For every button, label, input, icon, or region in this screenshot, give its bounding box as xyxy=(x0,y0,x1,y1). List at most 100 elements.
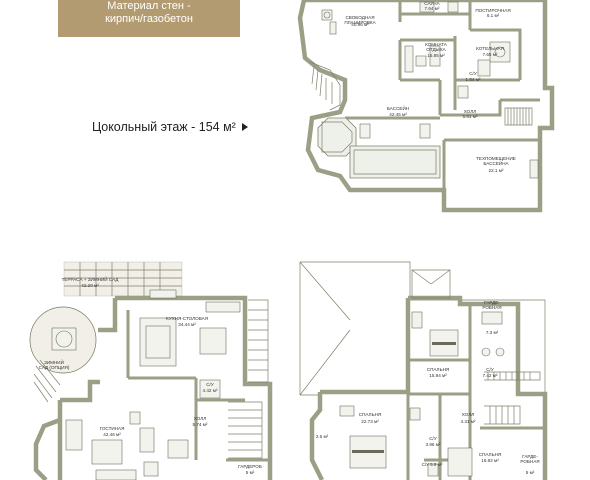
svg-text:4.42 м²: 4.42 м² xyxy=(203,388,218,393)
svg-text:ХОЛЛ: ХОЛЛ xyxy=(464,109,476,114)
svg-text:САУНА: САУНА xyxy=(424,1,440,6)
room-dressing-2-name-line2: РОБНАЯ xyxy=(520,459,539,464)
svg-text:15.85 м²: 15.85 м² xyxy=(427,53,445,58)
room-wc-second-3-name: С/У xyxy=(422,462,430,467)
room-boiler-area: 7.65 м² xyxy=(483,52,498,57)
room-wc-second-3-area: 5.9 м² xyxy=(430,462,443,467)
svg-text:С/У: С/У xyxy=(206,382,214,387)
room-pool-tech-name: ТЕХПОМЕЩЕНИЕ xyxy=(476,156,516,161)
svg-text:42.45 м²: 42.45 м² xyxy=(389,112,407,117)
room-bedroom-2-area: 22.73 м² xyxy=(361,419,379,424)
room-winter-garden-name-line2: САД (ОПЦИЯ) xyxy=(39,365,70,370)
first-floor-plan: ТЕРРАСА + ЗИМНИЙ САД 42.20 м² КУХНЯ-СТОЛ… xyxy=(29,261,273,480)
room-dressing-2-area: 5 м² xyxy=(526,470,535,475)
svg-text:ГАРДЕ-РОБНАЯ: ГАРДЕ-РОБНАЯ xyxy=(520,454,539,464)
svg-text:ГАРДЕ-РОБНАЯ: ГАРДЕ-РОБНАЯ xyxy=(482,300,501,310)
svg-text:СПАЛЬНЯ: СПАЛЬНЯ xyxy=(479,452,501,457)
room-open-plan-name: СВОБОДНАЯ xyxy=(345,15,374,20)
room-terrace-name: ТЕРРАСА + ЗИМНИЙ САД xyxy=(62,275,120,282)
svg-text:С/У: С/У xyxy=(486,367,494,372)
svg-text:6.1 м²: 6.1 м² xyxy=(487,13,500,18)
svg-text:СПАЛЬНЯ: СПАЛЬНЯ xyxy=(427,367,449,372)
svg-text:СПАЛЬНЯ: СПАЛЬНЯ xyxy=(359,412,381,417)
svg-text:КОТЕЛЬНАЯ: КОТЕЛЬНАЯ xyxy=(476,46,504,51)
svg-text:БАССЕЙН: БАССЕЙН xyxy=(387,104,409,111)
second-floor-plan: ГАРДЕ-РОБНАЯ 7.3 м² СПАЛЬНЯ 15.94 м² С/У… xyxy=(299,261,548,480)
room-wardrobe-first-name: ГАРДЕРОБ xyxy=(238,464,262,469)
svg-text:4.31 м²: 4.31 м² xyxy=(461,419,476,424)
room-open-plan-area: 40.96 м² xyxy=(351,22,369,27)
room-hall-basement-name: ХОЛЛ xyxy=(464,109,476,114)
svg-text:ТЕРРАСА + ЗИМНИЙ САД: ТЕРРАСА + ЗИМНИЙ САД xyxy=(62,275,120,282)
wall-material-line2: кирпич/газобетон xyxy=(105,13,193,25)
svg-text:5 м²: 5 м² xyxy=(246,470,255,475)
svg-text:ПОСТИРОЧНАЯ: ПОСТИРОЧНАЯ xyxy=(475,8,510,13)
svg-text:22.1 м²: 22.1 м² xyxy=(489,168,504,173)
room-pool-area: 42.45 м² xyxy=(389,112,407,117)
room-bedroom-3-name: СПАЛЬНЯ xyxy=(479,452,501,457)
svg-text:ГОСТИНАЯ: ГОСТИНАЯ xyxy=(100,426,125,431)
room-lounge-name-line2: ОТДЫХА xyxy=(426,47,446,52)
room-bedroom-1-area: 15.94 м² xyxy=(429,373,447,378)
svg-text:22.73 м²: 22.73 м² xyxy=(361,419,379,424)
room-wc-second-2-name: С/У xyxy=(429,436,437,441)
room-dressing-2-name: ГАРДЕ- xyxy=(522,454,538,459)
room-wc-second-1-name: С/У xyxy=(486,367,494,372)
basement-caption: Цокольный этаж - 154 м² xyxy=(92,120,248,134)
room-wc-basement-area: 1.54 м² xyxy=(466,77,481,82)
svg-text:С/У: С/У xyxy=(429,436,437,441)
room-laundry-area: 6.1 м² xyxy=(487,13,500,18)
room-hall-basement-area: 5.81 м² xyxy=(463,114,478,119)
room-boiler-name: КОТЕЛЬНАЯ xyxy=(476,46,504,51)
room-bedroom-2-name: СПАЛЬНЯ xyxy=(359,412,381,417)
svg-text:ГАРДЕРОБ: ГАРДЕРОБ xyxy=(238,464,262,469)
svg-text:7.64 м²: 7.64 м² xyxy=(425,6,440,11)
svg-text:5.81 м²: 5.81 м² xyxy=(463,114,478,119)
svg-text:7.42 м²: 7.42 м² xyxy=(483,373,498,378)
room-wc-second-2-area: 3.96 м² xyxy=(426,442,441,447)
svg-text:5.74 м²: 5.74 м² xyxy=(193,422,208,427)
svg-text:5 м²: 5 м² xyxy=(526,470,535,475)
svg-text:40.96 м²: 40.96 м² xyxy=(351,22,369,27)
play-arrow-icon xyxy=(241,123,248,131)
room-bedroom-1-name: СПАЛЬНЯ xyxy=(427,367,449,372)
svg-text:7.3 м²: 7.3 м² xyxy=(486,330,499,335)
room-hall-first-area: 5.74 м² xyxy=(193,422,208,427)
room-bay-area: 2.6 м² xyxy=(316,434,329,439)
room-laundry-name: ПОСТИРОЧНАЯ xyxy=(475,8,510,13)
wall-material-line1: Материал стен - xyxy=(107,0,191,12)
wall-material-badge: Материал стен - кирпич/газобетон xyxy=(58,0,240,37)
room-kitchen-area: 34.44 м² xyxy=(178,322,196,327)
svg-text:42.20 м²: 42.20 м² xyxy=(81,283,99,288)
svg-text:3.96 м²: 3.96 м² xyxy=(426,442,441,447)
svg-text:15.94 м²: 15.94 м² xyxy=(429,373,447,378)
room-terrace-area: 42.20 м² xyxy=(81,283,99,288)
room-wc-first-area: 4.42 м² xyxy=(203,388,218,393)
basement-caption-text: Цокольный этаж - 154 м² xyxy=(92,120,236,134)
svg-text:1.54 м²: 1.54 м² xyxy=(466,77,481,82)
room-pool-name: БАССЕЙН xyxy=(387,104,409,111)
svg-text:С/У5.9 м²: С/У5.9 м² xyxy=(422,462,443,467)
svg-text:7.65 м²: 7.65 м² xyxy=(483,52,498,57)
svg-text:16.92 м²: 16.92 м² xyxy=(481,458,499,463)
room-dressing-1-name-line2: РОБНАЯ xyxy=(482,305,501,310)
room-living-name: ГОСТИНАЯ xyxy=(100,426,125,431)
room-winter-garden-name: ЗИМНИЙ xyxy=(44,358,64,365)
svg-text:ХОЛЛ: ХОЛЛ xyxy=(194,416,206,421)
room-pool-tech-name-line2: БАССЕЙНА xyxy=(483,159,509,166)
svg-text:2.6 м²: 2.6 м² xyxy=(316,434,329,439)
room-hall-first-name: ХОЛЛ xyxy=(194,416,206,421)
svg-text:ХОЛЛ: ХОЛЛ xyxy=(462,412,474,417)
room-wc-first-name: С/У xyxy=(206,382,214,387)
room-pool-tech-area: 22.1 м² xyxy=(489,168,504,173)
basement-plan: САУНА 7.64 м² ПОСТИРОЧНАЯ 6.1 м² СВОБОДН… xyxy=(297,0,555,213)
room-open-plan-name-line2: ПЛАНИРОВКА xyxy=(344,20,376,25)
svg-text:С/У: С/У xyxy=(469,71,477,76)
room-wardrobe-first-area: 5 м² xyxy=(246,470,255,475)
room-dressing-1-name: ГАРДЕ- xyxy=(484,300,500,305)
room-kitchen-name: КУХНЯ-СТОЛОВАЯ xyxy=(166,316,208,321)
